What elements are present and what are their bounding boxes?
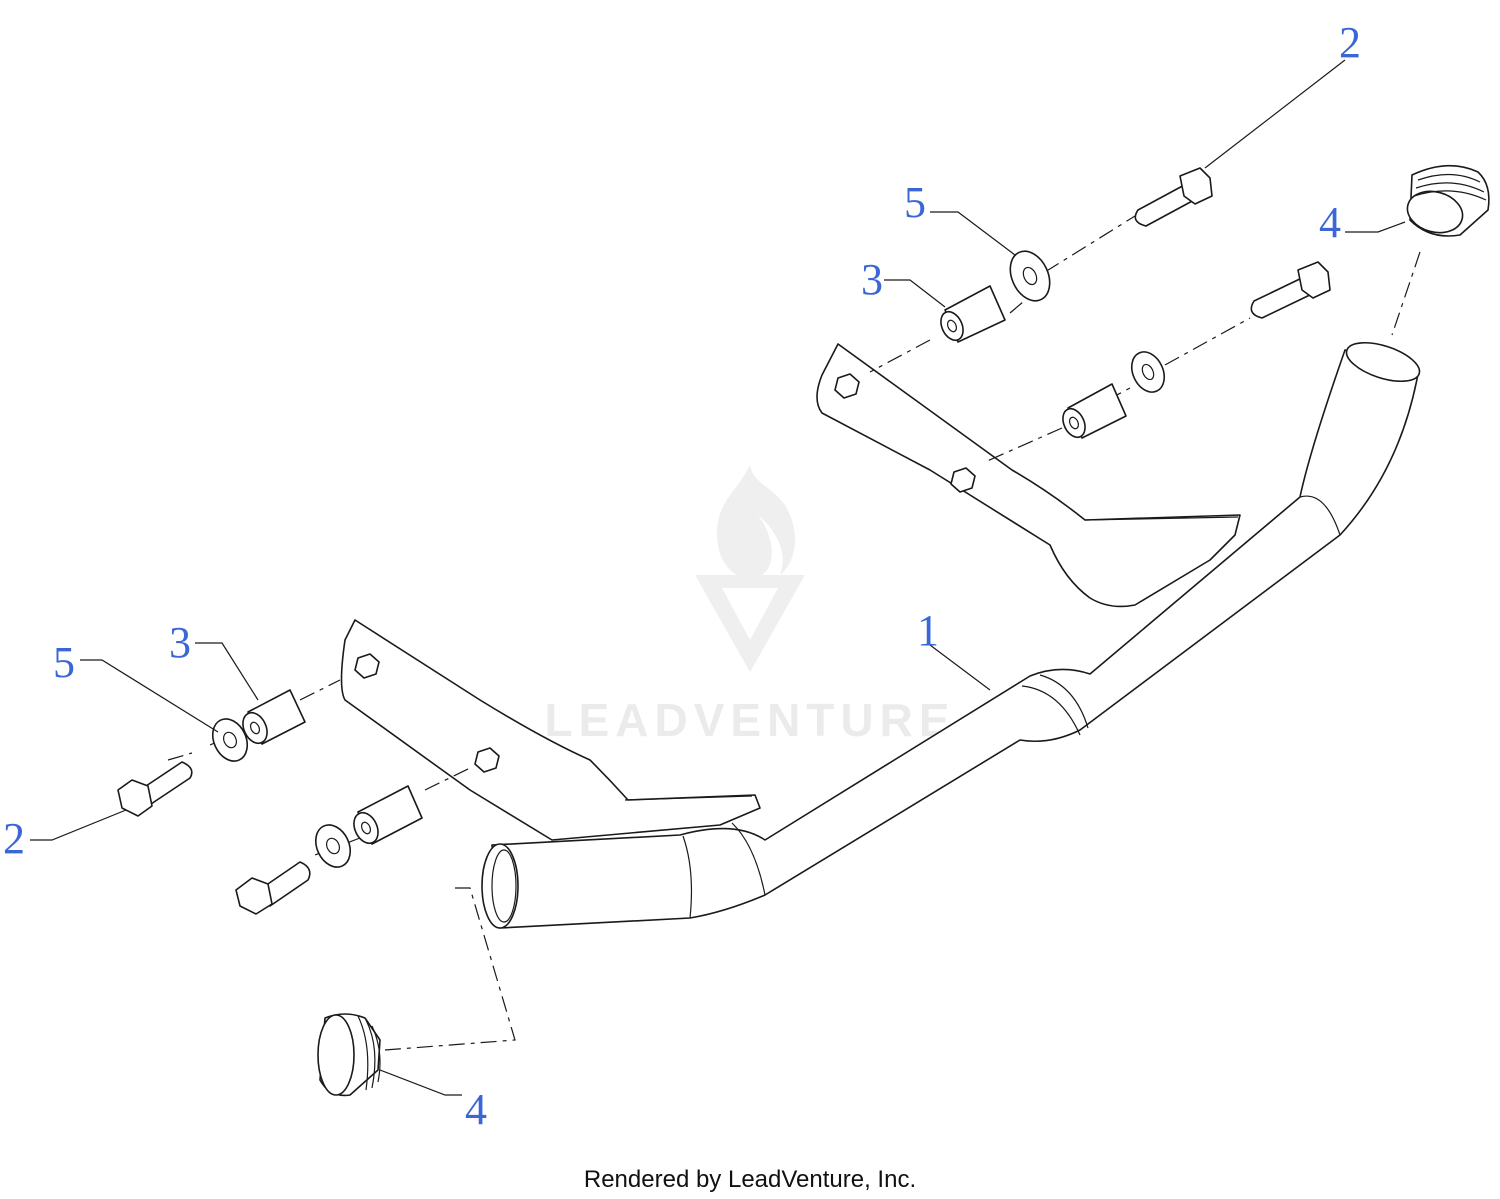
upper-mounting-bracket [816, 343, 1241, 608]
bracket-hex-hole-icon [834, 373, 860, 399]
callout-part-3-left: 3 [169, 618, 191, 667]
render-credit: Rendered by LeadVenture, Inc. [583, 1166, 917, 1193]
flat-washer-top [1009, 250, 1051, 302]
hex-bolt-top [1134, 167, 1213, 227]
callout-part-4-top: 4 [1319, 198, 1341, 247]
hex-nut-top [940, 285, 1006, 343]
callout-part-4-bottom: 4 [465, 1085, 487, 1134]
callout-part-5-top: 5 [904, 178, 926, 227]
bracket-hex-hole-icon [354, 653, 380, 679]
flat-washer-upper-right [1130, 351, 1166, 393]
lower-mounting-bracket [340, 619, 761, 841]
callout-part-3-top: 3 [861, 255, 883, 304]
callout-part-2-top: 2 [1339, 18, 1361, 67]
watermark-v-icon [695, 575, 805, 672]
bracket-hex-hole-icon [950, 467, 976, 493]
watermark-text: LEADVENTURE [544, 694, 955, 746]
hex-bolt-lower-left [235, 861, 311, 915]
flat-washer-left [211, 718, 249, 762]
watermark: LEADVENTURE [544, 465, 955, 746]
hex-nut-left [242, 689, 306, 745]
hex-nut-upper-right [1062, 383, 1127, 439]
end-cap-top [1406, 164, 1490, 237]
callout-part-1: 1 [917, 606, 939, 655]
bracket-hex-hole-icon [474, 747, 500, 773]
callout-part-5-left: 5 [53, 638, 75, 687]
flat-washer-lower-left [314, 824, 352, 868]
hex-nut-lower-left [353, 785, 423, 845]
hex-bolt-upper-right [1250, 261, 1331, 319]
callout-part-2-left: 2 [3, 814, 25, 863]
watermark-flame-icon [717, 465, 796, 579]
bumper-tube [481, 341, 1421, 929]
end-cap-bottom [317, 1013, 381, 1097]
hex-bolt-left [117, 761, 193, 817]
callout-labels: 1 2 2 3 3 4 4 5 5 [3, 18, 1361, 1134]
leader-lines [30, 59, 1406, 1096]
